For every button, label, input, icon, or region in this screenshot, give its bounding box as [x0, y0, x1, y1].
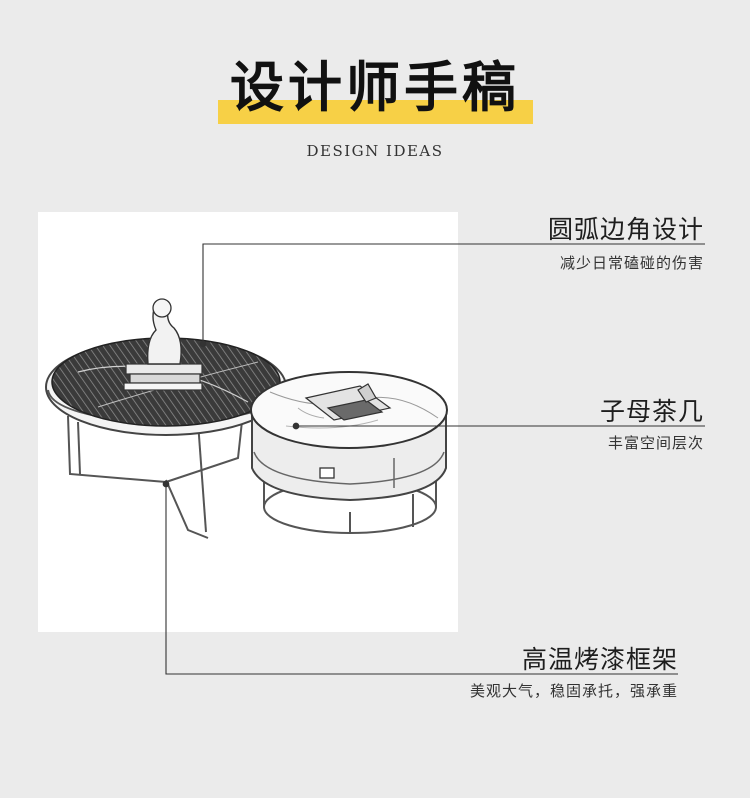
coffee-table-sketch-drawing: [45, 298, 448, 539]
page-subtitle: DESIGN IDEAS: [306, 142, 444, 160]
title-block: 设计师手稿: [0, 52, 750, 132]
feature-desc-nesting-tables: 丰富空间层次: [607, 434, 704, 452]
feature-title-rounded-corners: 圆弧边角设计: [547, 215, 704, 244]
title-highlight-bar: [218, 100, 533, 124]
feature-desc-rounded-corners: 减少日常磕碰的伤害: [559, 254, 704, 272]
feature-title-frame: 高温烤漆框架: [521, 645, 678, 674]
coffee-table-sketch-image: [38, 212, 458, 632]
feature-desc-frame: 美观大气，稳固承托，强承重: [469, 682, 678, 700]
feature-title-nesting-tables: 子母茶几: [599, 397, 704, 426]
page-title: 设计师手稿: [230, 56, 520, 119]
